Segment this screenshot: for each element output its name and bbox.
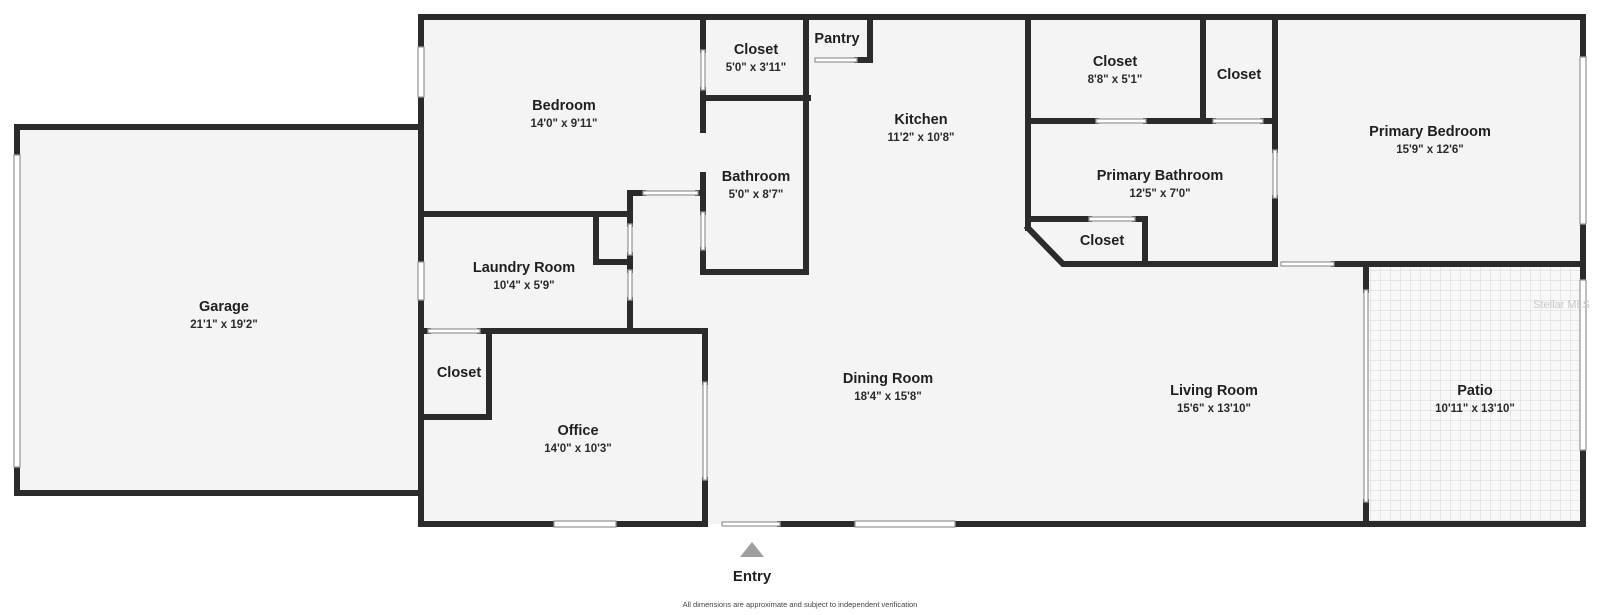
door-laundry[interactable] — [627, 223, 633, 256]
office-name: Office — [557, 423, 598, 439]
room-labels: Garage 21'1" x 19'2" Bedroom 14'0" x 9'1… — [190, 31, 1515, 455]
bedroom-name: Bedroom — [532, 98, 596, 114]
living-name: Living Room — [1170, 383, 1258, 399]
garage-name: Garage — [199, 299, 249, 315]
door-closet-e[interactable] — [427, 328, 481, 334]
laundry-name: Laundry Room — [473, 260, 575, 276]
laundry-dim: 10'4" x 5'9" — [493, 280, 554, 292]
door-laundry-2[interactable] — [627, 269, 633, 301]
bedroom-dim: 14'0" x 9'11" — [531, 118, 598, 130]
pantry-name: Pantry — [814, 31, 859, 47]
kitchen-name: Kitchen — [894, 112, 947, 128]
window-primary-east — [1579, 56, 1587, 225]
patio-dim: 10'11" x 13'10" — [1435, 403, 1515, 415]
garage-floor — [17, 127, 421, 493]
patio-floor — [1369, 264, 1583, 524]
windows — [13, 46, 1587, 528]
window-laundry-west — [417, 261, 425, 301]
closet-b-name: Closet — [1093, 54, 1137, 70]
door-bathroom[interactable] — [700, 211, 706, 251]
bathroom-name: Bathroom — [722, 169, 790, 185]
closet-b-dim: 8'8" x 5'1" — [1088, 74, 1143, 86]
patio-name: Patio — [1457, 383, 1493, 399]
floor-areas — [17, 17, 1583, 524]
watermark: Stellar MLS — [1533, 299, 1590, 311]
primary-bathroom-name: Primary Bathroom — [1097, 168, 1224, 184]
door-primary-bath[interactable] — [1272, 149, 1278, 199]
dining-dim: 18'4" x 15'8" — [854, 391, 922, 403]
closet-e-name: Closet — [437, 365, 481, 381]
door-closet-a[interactable] — [700, 49, 706, 91]
door-closet-b[interactable] — [1095, 118, 1147, 124]
window-garage-west — [13, 154, 21, 468]
closet-a-dim: 5'0" x 3'11" — [726, 62, 787, 74]
kitchen-dim: 11'2" x 10'8" — [888, 132, 955, 144]
entry-label: Entry — [733, 568, 772, 585]
office-dim: 14'0" x 10'3" — [544, 443, 612, 455]
door-hall[interactable] — [642, 190, 699, 196]
window-bedroom-west — [417, 46, 425, 98]
closet-a-name: Closet — [734, 42, 778, 58]
entry-arrow-icon — [740, 542, 764, 557]
door-closet-d[interactable] — [1088, 216, 1136, 222]
window-patio-east — [1579, 279, 1587, 451]
door-pantry[interactable] — [814, 57, 858, 63]
primary-bedroom-dim: 15'9" x 12'6" — [1396, 144, 1464, 156]
garage-dim: 21'1" x 19'2" — [190, 319, 258, 331]
walls — [14, 14, 1586, 527]
living-dim: 15'6" x 13'10" — [1177, 403, 1251, 415]
primary-bedroom-name: Primary Bedroom — [1369, 124, 1491, 140]
window-dining-south — [854, 520, 956, 528]
window-office-south — [553, 520, 617, 528]
footnote: All dimensions are approximate and subje… — [683, 600, 918, 609]
door-primary-bedroom[interactable] — [1280, 261, 1335, 267]
closet-c-name: Closet — [1217, 67, 1261, 83]
bathroom-dim: 5'0" x 8'7" — [729, 189, 784, 201]
door-office[interactable] — [702, 381, 708, 481]
primary-bathroom-dim: 12'5" x 7'0" — [1129, 188, 1190, 200]
door-patio[interactable] — [1363, 289, 1369, 503]
door-entry[interactable] — [721, 521, 781, 527]
door-closet-c[interactable] — [1212, 118, 1264, 124]
closet-d-name: Closet — [1080, 233, 1124, 249]
dining-name: Dining Room — [843, 371, 933, 387]
